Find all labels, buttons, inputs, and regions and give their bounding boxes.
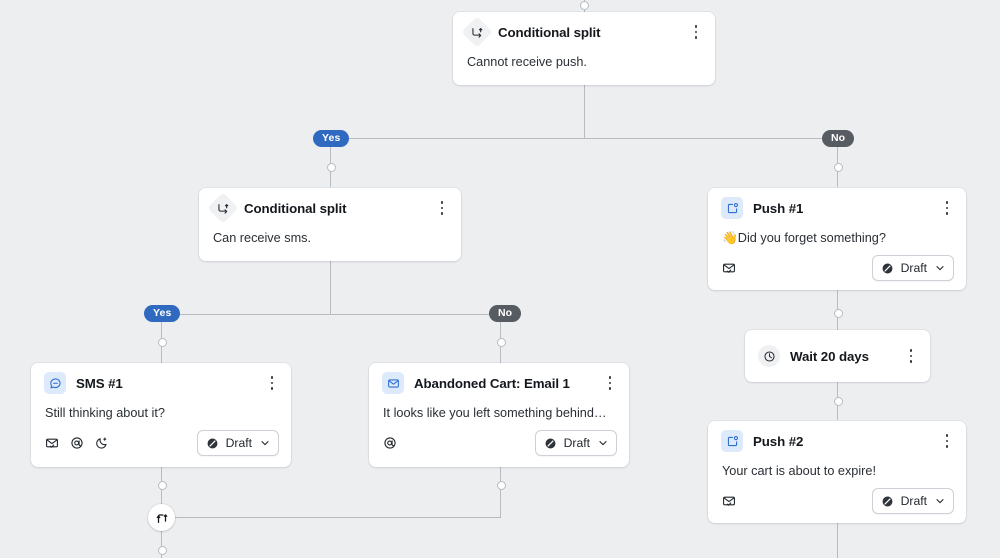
more-options-icon[interactable]	[602, 373, 618, 393]
status-select[interactable]: Draft	[871, 255, 954, 282]
at-sign-icon	[383, 436, 397, 450]
node-description: Cannot receive push.	[467, 55, 587, 69]
port-yes1	[326, 163, 336, 172]
more-options-icon[interactable]	[939, 431, 955, 451]
node-push-1[interactable]: Push #1 👋Did you forget something?	[708, 188, 966, 290]
edge-yes1-down	[330, 138, 332, 187]
node-title: Wait 20 days	[790, 348, 869, 364]
port-root-top	[580, 1, 589, 10]
node-description: It looks like you left something behind…	[383, 406, 607, 420]
node-header: Push #2	[708, 421, 966, 461]
edge-bus-level2	[161, 313, 500, 315]
draft-slash-icon	[881, 262, 894, 275]
node-description: 👋Did you forget something?	[722, 231, 886, 245]
branch-badge-no-2[interactable]: No	[489, 305, 522, 322]
status-label: Draft	[900, 494, 927, 509]
clock-icon	[758, 345, 780, 367]
more-options-icon[interactable]	[264, 373, 280, 393]
node-header: Conditional split	[199, 188, 461, 228]
node-conditional-split-sms[interactable]: Conditional split Can receive sms.	[199, 188, 461, 261]
port-push1-wait	[833, 309, 843, 318]
node-merge[interactable]	[148, 504, 175, 531]
branch-badge-yes-1[interactable]: Yes	[313, 130, 350, 147]
node-header: Conditional split	[453, 12, 715, 52]
port-wait-push2	[833, 397, 843, 406]
node-title: Conditional split	[244, 200, 347, 216]
branch-badge-yes-2[interactable]: Yes	[144, 305, 181, 322]
node-email-1[interactable]: Abandoned Cart: Email 1 It looks like yo…	[369, 363, 629, 467]
status-label: Draft	[563, 436, 590, 451]
chevron-down-icon	[597, 437, 609, 449]
footer-icon-group	[383, 436, 397, 450]
port-merge-bottom	[157, 546, 167, 555]
more-options-icon[interactable]	[688, 22, 704, 42]
port-email-bottom	[496, 481, 506, 490]
footer-icon-group	[45, 436, 109, 450]
merge-paths-icon	[155, 511, 169, 525]
conditional-split-icon	[207, 192, 239, 224]
node-description: Can receive sms.	[213, 231, 312, 245]
chevron-down-icon	[934, 262, 946, 274]
email-envelope-icon	[382, 372, 404, 394]
branch-badge-no-1[interactable]: No	[822, 130, 855, 147]
edge-merge-down	[161, 531, 163, 558]
node-footer: Draft	[708, 480, 966, 525]
push-notification-icon	[721, 430, 743, 452]
port-no2	[496, 338, 506, 347]
edge-merge-horizontal	[174, 517, 501, 519]
node-title: Conditional split	[498, 24, 601, 40]
status-select[interactable]: Draft	[871, 488, 954, 515]
node-header: SMS #1	[31, 363, 291, 403]
node-footer: Draft	[369, 422, 629, 467]
conditional-split-icon	[461, 16, 493, 48]
node-conditional-split-push[interactable]: Conditional split Cannot receive push.	[453, 12, 715, 85]
node-title: Push #1	[753, 200, 804, 216]
port-yes2	[157, 338, 167, 347]
status-label: Draft	[900, 261, 927, 276]
chevron-down-icon	[259, 437, 271, 449]
node-title: Abandoned Cart: Email 1	[414, 375, 570, 391]
draft-slash-icon	[881, 495, 894, 508]
status-select[interactable]: Draft	[534, 430, 617, 457]
node-title: Push #2	[753, 433, 804, 449]
more-options-icon[interactable]	[434, 198, 450, 218]
envelope-check-icon	[45, 436, 59, 450]
node-header: Wait 20 days	[745, 330, 930, 382]
node-wait[interactable]: Wait 20 days	[745, 330, 930, 382]
node-description: Your cart is about to expire!	[722, 464, 876, 478]
node-footer: Draft	[31, 422, 291, 467]
node-footer: Draft	[708, 247, 966, 292]
status-label: Draft	[225, 436, 252, 451]
chevron-down-icon	[934, 495, 946, 507]
edge-split2-down	[330, 261, 332, 314]
node-title: SMS #1	[76, 375, 123, 391]
envelope-check-icon	[722, 494, 736, 508]
push-notification-icon	[721, 197, 743, 219]
more-options-icon[interactable]	[903, 346, 919, 366]
edge-root-down	[583, 85, 585, 139]
footer-icon-group	[722, 494, 736, 508]
footer-icon-group	[722, 261, 736, 275]
node-header: Abandoned Cart: Email 1	[369, 363, 629, 403]
port-sms-bottom	[157, 481, 167, 490]
port-no1	[833, 163, 843, 172]
envelope-check-icon	[722, 261, 736, 275]
status-select[interactable]: Draft	[196, 430, 279, 457]
sms-bubble-icon	[44, 372, 66, 394]
edge-push2-down	[837, 523, 839, 558]
node-sms-1[interactable]: SMS #1 Still thinking about it?	[31, 363, 291, 467]
node-header: Push #1	[708, 188, 966, 228]
node-description: Still thinking about it?	[45, 406, 165, 420]
edge-no1-down	[837, 138, 839, 187]
at-sign-icon	[70, 436, 84, 450]
quiet-hours-moon-icon	[95, 436, 109, 450]
more-options-icon[interactable]	[939, 198, 955, 218]
draft-slash-icon	[544, 437, 557, 450]
node-push-2[interactable]: Push #2 Your cart is about to expire!	[708, 421, 966, 523]
draft-slash-icon	[206, 437, 219, 450]
edge-email-down	[500, 467, 502, 518]
edge-bus-level1	[330, 138, 838, 140]
